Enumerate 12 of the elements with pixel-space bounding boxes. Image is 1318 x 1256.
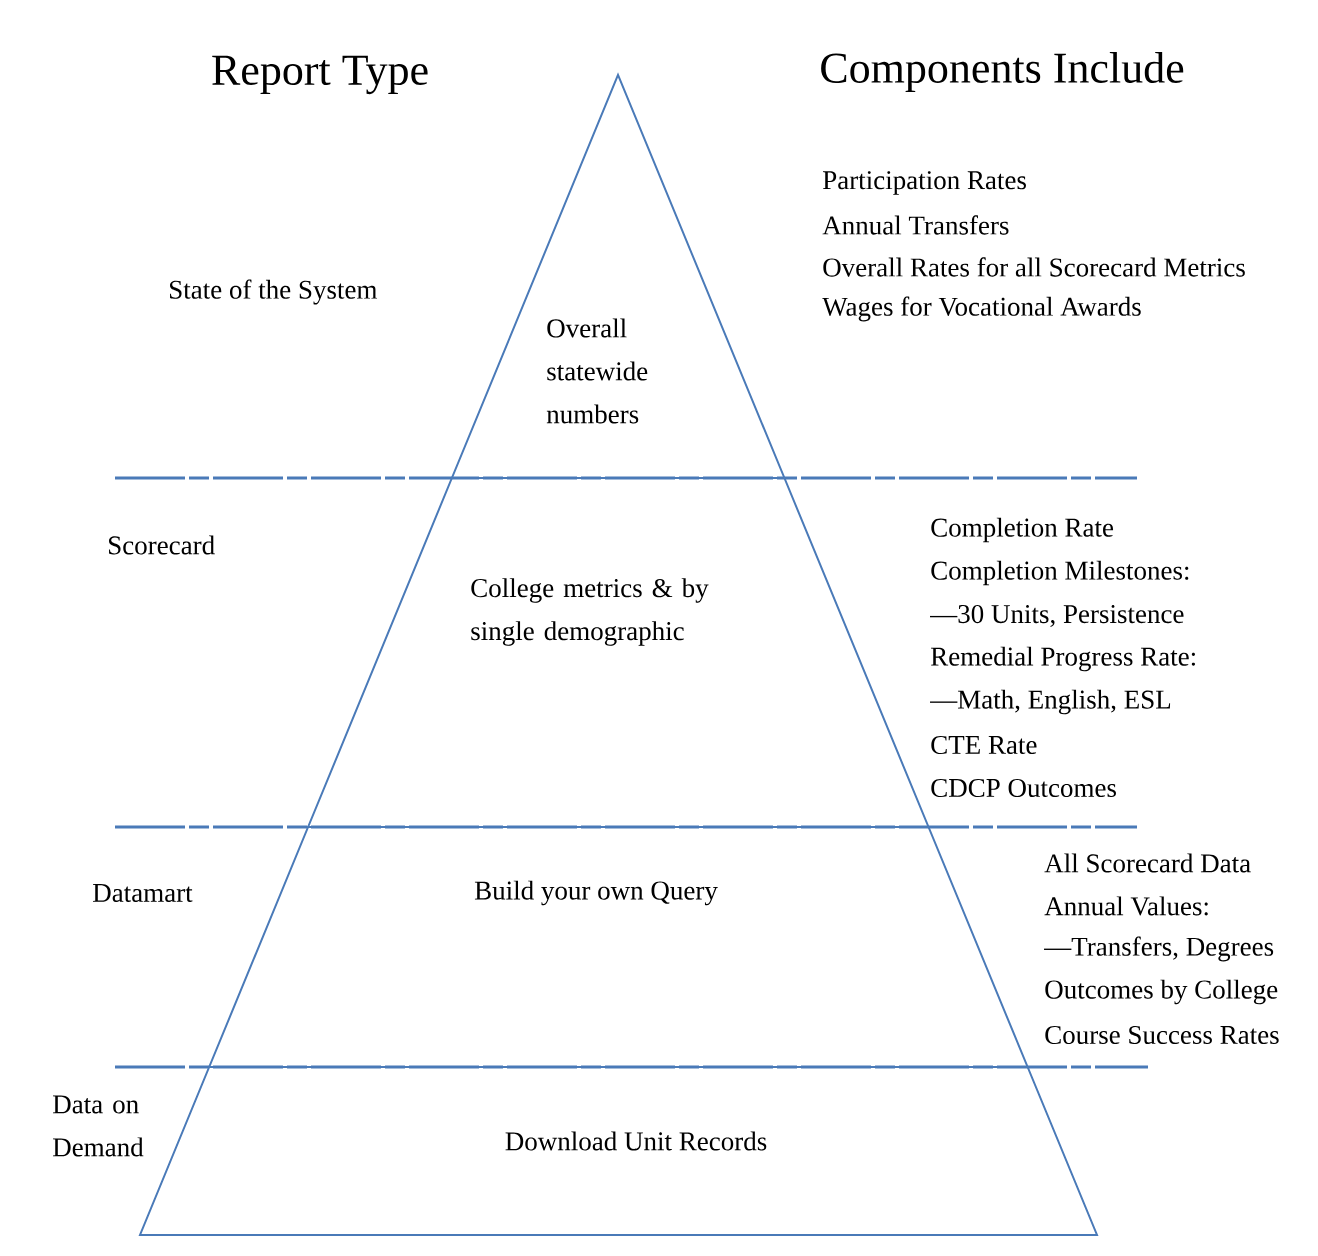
tier-label: Scorecard [109,535,215,555]
tier-label: State of the System [170,279,378,305]
component-item: Participation Rates [823,171,1026,195]
component-item: Wages for Vocational Awards [822,296,1141,322]
component-item: Course Success Rates [1045,1025,1279,1045]
column-heading: Report Type [212,55,428,95]
component-item: CDCP Outcomes [931,778,1116,798]
component-item: Annual Transfers [822,215,1009,235]
component-item: Outcomes by College [1045,979,1278,1005]
column-heading: Components Include [821,52,1184,92]
component-item: CTE Rate [931,735,1037,755]
component-item: Overall Rates for all Scorecard Metrics [823,257,1245,277]
